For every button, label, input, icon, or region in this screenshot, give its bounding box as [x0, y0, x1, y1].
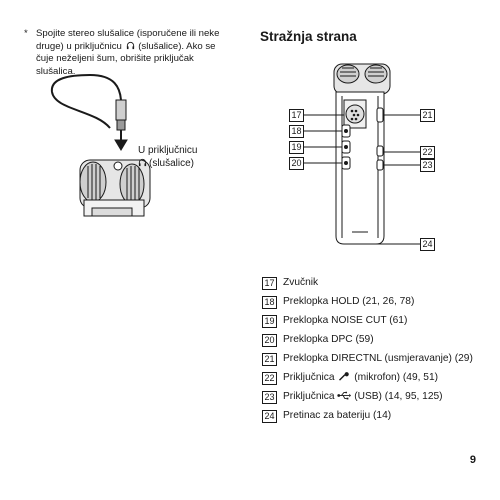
note-text-part2: (slušalice). Ako se čuje neželjeni šum, … — [36, 40, 216, 77]
legend-number: 21 — [262, 353, 277, 366]
diagram-number-24: 24 — [420, 238, 435, 251]
callout-line2-text: (slušalice) — [149, 158, 195, 169]
legend-text: Pretinac za bateriju (14) — [283, 410, 392, 421]
section-heading: Stražnja strana — [260, 29, 357, 44]
headphones-note: * Spojite stereo slušalice (isporučene i… — [24, 28, 224, 78]
headphones-icon — [138, 158, 147, 167]
legend-text-pre: Priključnica — [283, 391, 335, 402]
legend-item: 19 Preklopka NOISE CUT (61) — [262, 314, 498, 328]
legend-item: 20 Preklopka DPC (59) — [262, 333, 498, 347]
diagram-number-18: 18 — [289, 125, 304, 138]
legend-item: 18 Preklopka HOLD (21, 26, 78) — [262, 295, 498, 309]
legend-number: 23 — [262, 391, 277, 404]
parts-legend: 17 Zvučnik 18 Preklopka HOLD (21, 26, 78… — [262, 276, 498, 428]
legend-text-pre: Priključnica — [283, 372, 335, 383]
diagram-number-22: 22 — [420, 146, 435, 159]
headphone-plug-illustration — [50, 73, 151, 217]
microphone-icon — [339, 372, 350, 381]
note-asterisk: * — [24, 28, 28, 39]
page-number: 9 — [469, 454, 476, 466]
legend-item: 22 Priključnica (mikrofon) (49, 51) — [262, 371, 498, 385]
usb-icon — [337, 391, 352, 400]
legend-text: Preklopka DPC (59) — [283, 334, 374, 345]
note-text-part1: Spojite stereo slušalice (isporučene ili… — [36, 28, 220, 52]
legend-number: 20 — [262, 334, 277, 347]
diagram-number-17: 17 — [289, 109, 304, 122]
legend-text-post: (USB) (14, 95, 125) — [354, 391, 443, 402]
diagram-number-21: 21 — [420, 109, 435, 122]
legend-number: 19 — [262, 315, 277, 328]
note-text: Spojite stereo slušalice (isporučene ili… — [36, 28, 224, 78]
callout-line2: (slušalice) — [138, 157, 197, 170]
recorder-back-illustration — [303, 63, 420, 245]
diagram-number-23: 23 — [420, 159, 435, 172]
diagram-number-20: 20 — [289, 157, 304, 170]
legend-item: 23 Priključnica (USB) (14, 95, 125) — [262, 390, 498, 404]
legend-number: 17 — [262, 277, 277, 290]
legend-item: 17 Zvučnik — [262, 276, 498, 290]
plug-callout: U priključnicu (slušalice) — [138, 144, 197, 170]
legend-number: 22 — [262, 372, 277, 385]
legend-text: Preklopka NOISE CUT (61) — [283, 315, 408, 326]
legend-number: 18 — [262, 296, 277, 309]
headphones-icon — [126, 41, 134, 49]
callout-line1: U priključnicu — [138, 145, 198, 156]
legend-item: 21 Preklopka DIRECTNL (usmjeravanje) (29… — [262, 352, 498, 366]
legend-text: Preklopka HOLD (21, 26, 78) — [283, 296, 415, 307]
diagram-number-19: 19 — [289, 141, 304, 154]
legend-text-post: (mikrofon) (49, 51) — [354, 372, 439, 383]
legend-text: Preklopka DIRECTNL (usmjeravanje) (29) — [283, 353, 473, 364]
legend-item: 24 Pretinac za bateriju (14) — [262, 409, 498, 423]
legend-number: 24 — [262, 410, 277, 423]
legend-text: Zvučnik — [283, 277, 319, 288]
